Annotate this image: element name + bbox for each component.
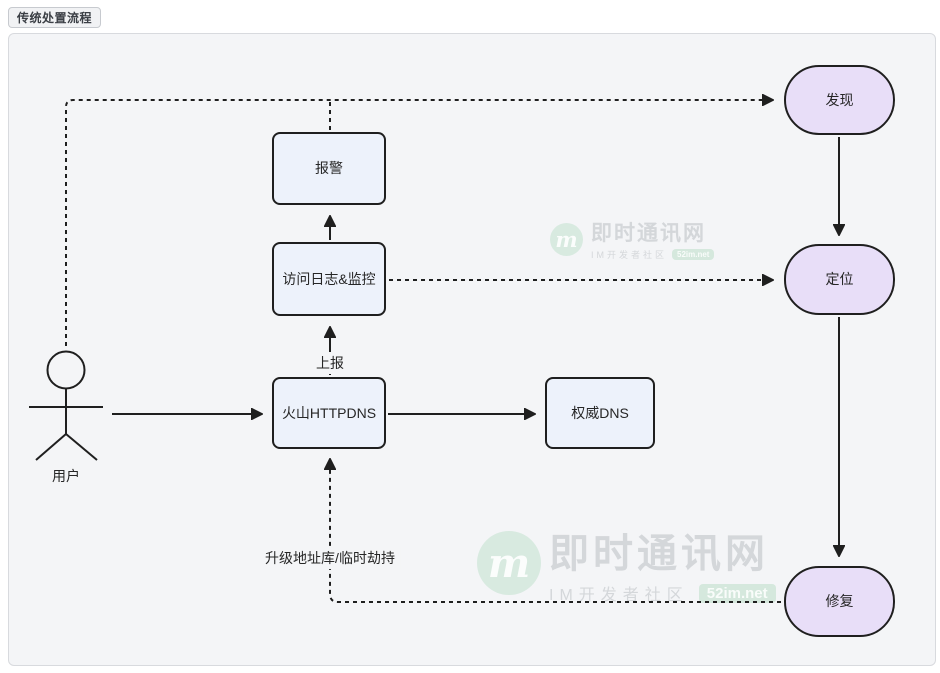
node-label: 发现: [825, 91, 854, 108]
node-label: 定位: [825, 271, 854, 288]
watermark-logo-icon: m: [550, 222, 583, 256]
watermark-small: m 即时通讯网 IM开发者社区 52im.net: [550, 217, 715, 261]
node-label: 火山HTTPDNS: [281, 404, 377, 421]
node-label: 报警: [315, 160, 343, 177]
node-label: 修复: [825, 593, 854, 610]
edge-label-shangbao: 上报: [311, 352, 349, 374]
node-volcano-httpdns: 火山HTTPDNS: [272, 377, 386, 449]
node-label: 访问日志&监控: [282, 270, 376, 287]
watermark-large: m 即时通讯网 IM开发者社区 52im.net: [477, 521, 776, 605]
node-baojing: 报警: [272, 132, 386, 205]
node-faxian: 发现: [784, 65, 895, 135]
node-access-log-monitor: 访问日志&监控: [272, 242, 386, 316]
edge-label-upgrade: 升级地址库/临时劫持: [260, 547, 400, 569]
node-label: 权威DNS: [571, 404, 629, 421]
watermark-subtitle: IM开发者社区: [591, 250, 667, 260]
node-dingwei: 定位: [784, 244, 895, 315]
watermark-logo-icon: m: [477, 531, 541, 595]
watermark-title: 即时通讯网: [549, 532, 769, 576]
node-xiufu: 修复: [784, 566, 895, 637]
watermark-subtitle: IM开发者社区: [549, 587, 689, 604]
watermark-title: 即时通讯网: [591, 222, 706, 245]
watermark-site-badge: 52im.net: [672, 249, 715, 260]
diagram-panel: m 即时通讯网 IM开发者社区 52im.net m 即时通讯网 IM开发者社区…: [8, 33, 936, 666]
watermark-site-badge: 52im.net: [698, 583, 776, 603]
diagram-title-badge: 传统处置流程: [8, 7, 102, 28]
node-authoritative-dns: 权威DNS: [545, 377, 655, 449]
actor-user-label: 用户: [52, 468, 80, 484]
